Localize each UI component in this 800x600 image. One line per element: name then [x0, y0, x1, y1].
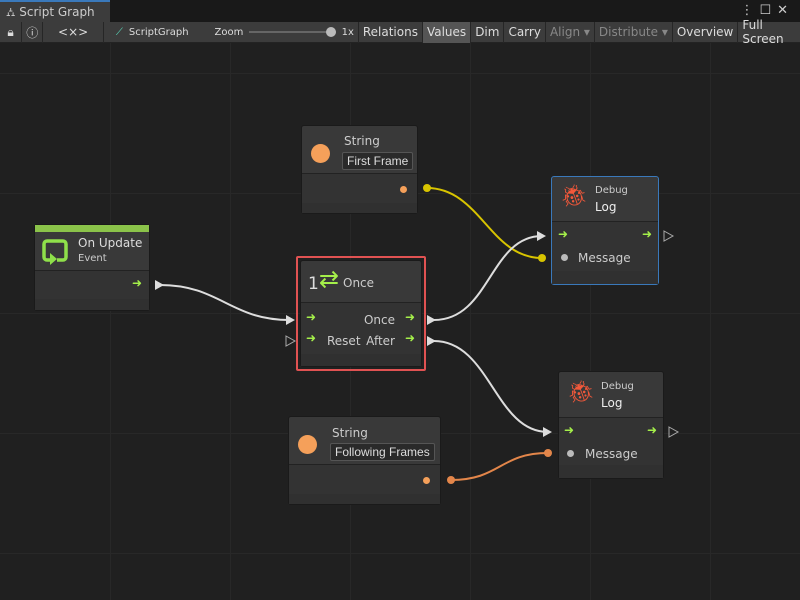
toolbar: 🔒︎ ⓘ <×> ⟋ ScriptGraph Zoom 1x Relations…: [0, 18, 800, 46]
edge-once-to-debug1[interactable]: [433, 235, 543, 321]
on-update-node[interactable]: On Update Event ➜: [34, 224, 150, 311]
close-icon[interactable]: ✕: [777, 3, 794, 18]
zoom-slider[interactable]: [249, 27, 336, 37]
code-icon[interactable]: <×>: [43, 21, 104, 43]
zoom-value: 1x: [341, 26, 354, 38]
graph-icon: ⟋: [115, 26, 123, 38]
string-output-port[interactable]: [400, 186, 407, 193]
debug-log-node-1[interactable]: 🐞︎ Debug Log ➜ ➜ Message: [551, 176, 659, 285]
string-node-following-frames[interactable]: String Following Frames: [288, 416, 441, 505]
relations-button[interactable]: Relations: [359, 21, 423, 43]
edge-string1-to-debug1[interactable]: [426, 187, 543, 259]
message-port[interactable]: [567, 450, 574, 457]
flow-output-port-icon[interactable]: ➜: [641, 227, 652, 241]
edge-after-to-debug2[interactable]: [433, 340, 549, 433]
zoom-label: Zoom: [214, 26, 244, 38]
dim-button[interactable]: Dim: [471, 21, 505, 43]
values-button[interactable]: Values: [422, 21, 472, 43]
graph-canvas[interactable]: String First Frame On Update Event ➜ 1 ⇄…: [0, 43, 800, 600]
carry-button[interactable]: Carry: [504, 21, 546, 43]
maximize-icon[interactable]: ☐: [759, 3, 778, 18]
graph-breadcrumb[interactable]: ScriptGraph: [128, 26, 189, 38]
flow-input-port-icon[interactable]: ➜: [564, 423, 575, 437]
align-dropdown[interactable]: Align ▾: [546, 21, 595, 43]
after-port-icon[interactable]: ➜: [404, 331, 415, 345]
string-value-field[interactable]: Following Frames: [330, 443, 435, 461]
bug-icon: 🐞︎: [560, 184, 588, 209]
more-vert-icon[interactable]: ⋮: [740, 3, 760, 18]
string-output-port[interactable]: [423, 477, 430, 484]
flow-input-port-icon[interactable]: ➜: [558, 227, 569, 241]
distribute-dropdown[interactable]: Distribute ▾: [595, 21, 673, 43]
message-port[interactable]: [561, 254, 568, 261]
edges: [155, 184, 680, 484]
tab-script-graph[interactable]: ⛼ Script Graph: [0, 0, 110, 22]
string-value-field[interactable]: First Frame: [342, 152, 414, 170]
edge-onupdate-to-once[interactable]: [159, 284, 291, 321]
reset-port-icon[interactable]: ➜: [306, 331, 317, 345]
overview-button[interactable]: Overview: [673, 21, 739, 43]
window-controls: ⋮☐✕: [740, 3, 794, 18]
string-icon: [298, 435, 317, 454]
full-screen-button[interactable]: Full Screen: [742, 18, 784, 46]
enter-port-icon[interactable]: ➜: [306, 310, 317, 324]
once-port-icon[interactable]: ➜: [404, 310, 415, 324]
flow-output-port-icon[interactable]: ➜: [646, 423, 657, 437]
string-node-first-frame[interactable]: String First Frame: [301, 125, 418, 214]
loop-arrows-icon: ⇄: [319, 265, 340, 293]
bug-icon: 🐞︎: [567, 380, 595, 405]
string-icon: [311, 144, 330, 163]
once-node[interactable]: 1 ⇄ Once ➜ Once ➜ ➜ Reset After ➜: [300, 260, 422, 367]
tab-bar: ⛼ Script Graph ⋮☐✕: [0, 0, 800, 22]
loop-event-icon: [42, 239, 68, 265]
lock-icon[interactable]: 🔒︎: [0, 21, 23, 43]
debug-log-node-2[interactable]: 🐞︎ Debug Log ➜ ➜ Message: [558, 371, 664, 479]
info-icon[interactable]: ⓘ: [22, 21, 44, 43]
hierarchy-icon: ⛼: [6, 5, 20, 19]
selection-outline: [296, 256, 426, 371]
flow-output-arrow-icon[interactable]: ➜: [131, 276, 142, 290]
edge-string2-to-debug2[interactable]: [450, 452, 549, 481]
